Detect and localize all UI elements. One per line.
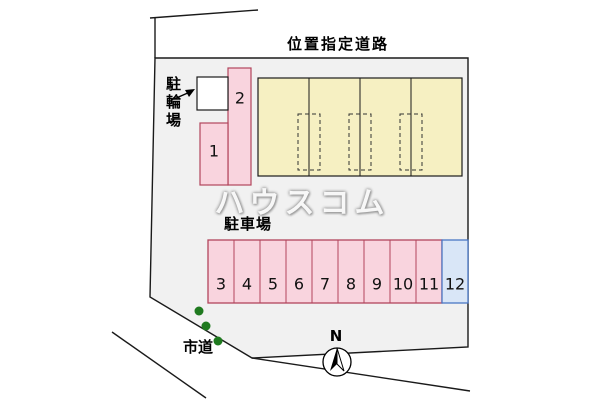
label-parking-lot: 駐車場 (224, 215, 273, 233)
tree-dot (213, 336, 223, 346)
stall-number-6: 6 (293, 274, 305, 294)
stall-number-3: 3 (215, 274, 227, 294)
stall-number-5: 5 (267, 274, 279, 294)
entrance-dashed (348, 113, 372, 171)
stall-number-2: 2 (234, 88, 246, 108)
stall-dividers (233, 240, 417, 303)
bicycle-arrow (173, 89, 195, 100)
entrance-dashed (399, 113, 423, 171)
stall-number-12: 12 (444, 274, 466, 294)
parking-row (207, 239, 443, 304)
tree-dot (194, 306, 204, 316)
stall-number-8: 8 (345, 274, 357, 294)
road-line-bottom (251, 357, 471, 392)
label-north: N (329, 327, 343, 345)
watermark: ハウスコム (214, 186, 390, 221)
stall-number-4: 4 (241, 274, 253, 294)
north-needle-dark (330, 348, 337, 371)
building-dividers (308, 78, 412, 176)
stall-number-9: 9 (371, 274, 383, 294)
stall-number-10: 10 (392, 274, 414, 294)
compass (322, 347, 352, 377)
stall-number-11: 11 (418, 274, 440, 294)
entrance-outlines (297, 113, 423, 171)
label-designated-road: 位置指定道路 (286, 35, 390, 53)
stall-number-1: 1 (208, 141, 220, 161)
tree-dot (201, 321, 211, 331)
road-line-city (111, 331, 207, 399)
stall-1 (199, 122, 229, 186)
entrance-dashed (297, 113, 321, 171)
road-line-top (149, 9, 259, 19)
stall-12 (441, 239, 469, 304)
north-needle-light (336, 347, 345, 372)
stall-2 (227, 67, 252, 186)
trees (194, 306, 223, 346)
road-lines (111, 9, 471, 399)
stall-number-7: 7 (319, 274, 331, 294)
label-city-road: 市道 (183, 338, 214, 356)
bicycle-area (196, 76, 229, 111)
label-bicycle-parking: 駐輪場 (164, 76, 182, 130)
